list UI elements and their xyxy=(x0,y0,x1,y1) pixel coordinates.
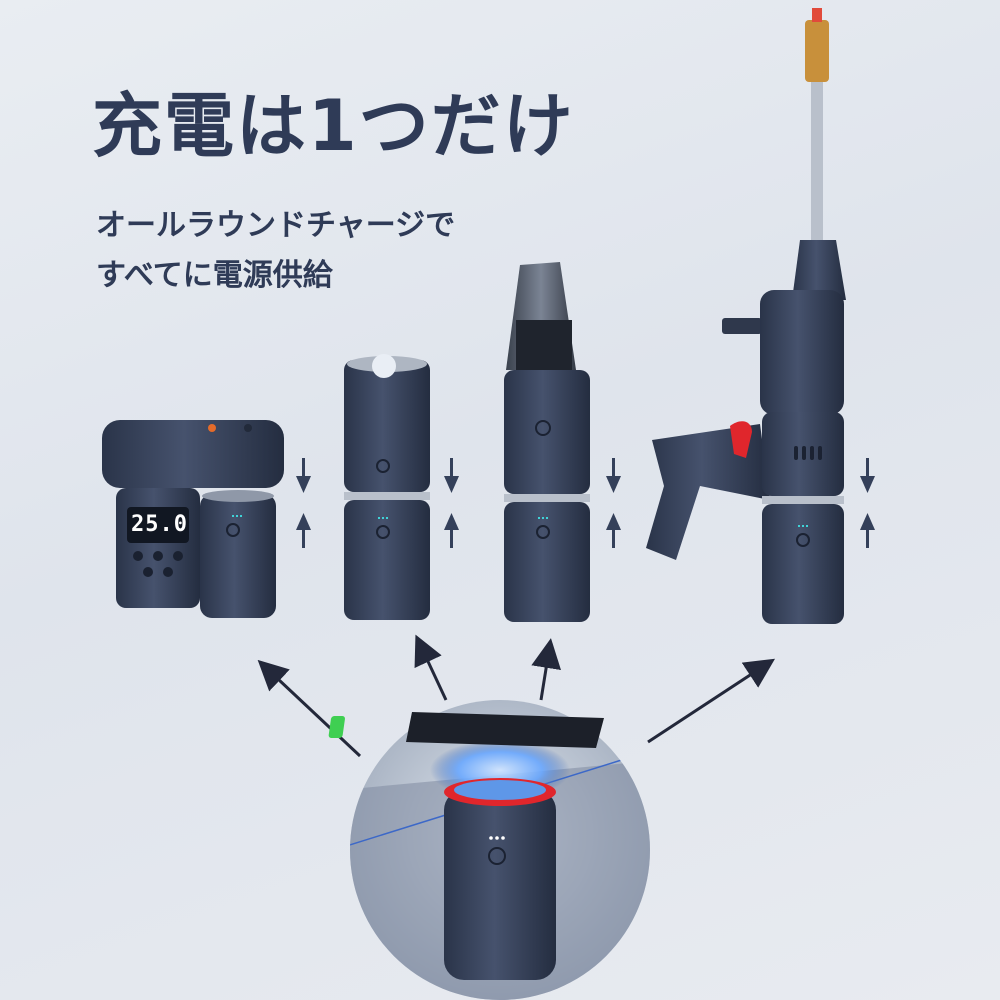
subtitle-line-2: すべてに電源供給 xyxy=(96,258,333,293)
up-arrow-icon xyxy=(606,513,621,548)
down-arrow-icon xyxy=(296,458,311,493)
power-button-icon xyxy=(796,533,810,547)
up-arrow-icon xyxy=(860,513,875,548)
attach-arrows xyxy=(296,458,875,548)
smartphone xyxy=(328,712,604,748)
tire-inflator-device xyxy=(102,420,284,618)
pump-button xyxy=(143,567,153,577)
diagonal-arrow-icon xyxy=(531,638,562,701)
power-button-icon xyxy=(535,420,551,436)
flashlight-device xyxy=(344,354,430,620)
vacuum-device xyxy=(504,262,590,622)
diagonal-arrow-icon xyxy=(257,659,362,758)
power-button-icon xyxy=(376,525,390,539)
pump-button xyxy=(133,551,143,561)
pump-button xyxy=(173,551,183,561)
pump-button xyxy=(153,551,163,561)
power-button-icon xyxy=(536,525,550,539)
power-button-icon xyxy=(226,523,240,537)
power-button-icon xyxy=(376,459,390,473)
down-arrow-icon xyxy=(444,458,459,493)
down-arrow-icon xyxy=(860,458,875,493)
power-button-icon xyxy=(488,847,506,865)
headline: 充電は1つだけ xyxy=(92,85,575,167)
up-arrow-icon xyxy=(296,513,311,548)
pump-button xyxy=(163,567,173,577)
diagonal-arrow-icon xyxy=(414,634,448,701)
diagonal-arrow-icon xyxy=(647,658,776,744)
charging-station xyxy=(328,700,650,1000)
down-arrow-icon xyxy=(606,458,621,493)
pump-display-value: 25.0 xyxy=(131,512,188,537)
up-arrow-icon xyxy=(444,513,459,548)
subtitle-line-1: オールラウンドチャージで xyxy=(96,208,456,243)
pump-display xyxy=(127,507,189,543)
pressure-washer-device xyxy=(646,8,846,624)
